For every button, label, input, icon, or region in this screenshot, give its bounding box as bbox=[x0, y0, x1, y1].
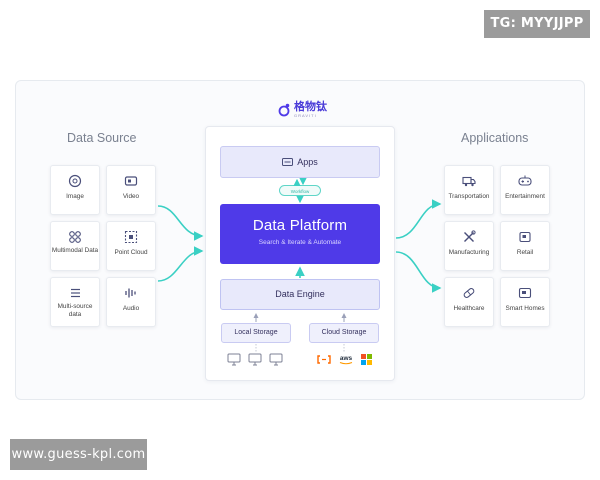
app-tile-healthcare: Healthcare bbox=[444, 277, 494, 327]
apps-box: Apps bbox=[220, 146, 380, 178]
aws-logo: aws bbox=[339, 355, 353, 365]
source-label-video: Video bbox=[122, 193, 140, 200]
cloud-storage-box: Cloud Storage bbox=[309, 323, 379, 343]
source-tile-multimodal: Multimodal Data bbox=[50, 221, 100, 271]
source-tile-point-cloud: Point Cloud bbox=[106, 221, 156, 271]
app-label-healthcare: Healthcare bbox=[453, 305, 485, 312]
app-label-manufacturing: Manufacturing bbox=[448, 249, 490, 256]
source-label-image: Image bbox=[66, 193, 84, 200]
logo-mark-icon bbox=[278, 103, 290, 117]
data-platform-subtitle: Search & Iterate & Automate bbox=[258, 239, 342, 246]
smart-home-icon bbox=[518, 287, 532, 299]
arrow-app-top bbox=[395, 199, 442, 239]
applications-title: Applications bbox=[461, 131, 529, 145]
apps-label: Apps bbox=[297, 157, 318, 167]
azure-icon bbox=[361, 354, 372, 365]
source-tile-video: Video bbox=[106, 165, 156, 215]
image-icon bbox=[68, 174, 82, 188]
source-label-multi-source: Multi-source data bbox=[57, 303, 93, 318]
app-label-entertainment: Entertainment bbox=[505, 193, 545, 200]
app-label-retail: Retail bbox=[516, 249, 534, 256]
app-tile-entertainment: Entertainment bbox=[500, 165, 550, 215]
local-storage-box: Local Storage bbox=[221, 323, 291, 343]
app-tile-transportation: Transportation bbox=[444, 165, 494, 215]
source-label-point-cloud: Point Cloud bbox=[114, 249, 148, 256]
pill-icon bbox=[463, 288, 475, 298]
source-tile-multi-source: Multi-source data bbox=[50, 277, 100, 327]
app-label-transportation: Transportation bbox=[448, 193, 490, 200]
video-icon bbox=[124, 176, 138, 186]
list-icon bbox=[71, 288, 80, 298]
data-source-title: Data Source bbox=[67, 131, 137, 145]
arrow-source-top bbox=[157, 205, 204, 241]
data-engine-box: Data Engine bbox=[220, 279, 380, 310]
app-tile-retail: Retail bbox=[500, 221, 550, 271]
point-cloud-icon bbox=[124, 230, 138, 244]
aws-text: aws bbox=[340, 355, 353, 362]
tools-icon bbox=[464, 230, 476, 242]
graviti-logo: 格物钛 GRAVITI bbox=[278, 99, 327, 121]
truck-icon bbox=[462, 176, 476, 187]
app-tile-smart-homes: Smart Homes bbox=[500, 277, 550, 327]
data-platform-box: Data Platform Search & Iterate & Automat… bbox=[220, 204, 380, 264]
audio-icon bbox=[125, 288, 136, 298]
arrow-app-bottom bbox=[395, 251, 442, 293]
workflow-label: Workflow bbox=[290, 189, 310, 194]
logo-subtitle: GRAVITI bbox=[294, 113, 317, 118]
source-tile-audio: Audio bbox=[106, 277, 156, 327]
retail-icon bbox=[519, 231, 531, 243]
data-platform-title: Data Platform bbox=[252, 217, 348, 234]
monitor-icon bbox=[227, 353, 241, 366]
source-label-multimodal: Multimodal Data bbox=[51, 247, 99, 254]
apps-window-icon bbox=[282, 158, 294, 166]
monitor-icon bbox=[248, 353, 262, 366]
aliyun-icon bbox=[317, 355, 331, 364]
arrow-source-bottom bbox=[157, 246, 204, 282]
source-label-audio: Audio bbox=[122, 305, 140, 312]
app-label-smart-homes: Smart Homes bbox=[505, 305, 545, 312]
monitor-icon bbox=[269, 353, 283, 366]
gamepad-icon bbox=[518, 175, 532, 186]
source-tile-image: Image bbox=[50, 165, 100, 215]
watermark-top: TG: MYYJJPP bbox=[484, 10, 590, 38]
multimodal-icon bbox=[69, 231, 81, 243]
logo-text: 格物钛 bbox=[294, 101, 327, 113]
app-tile-manufacturing: Manufacturing bbox=[444, 221, 494, 271]
watermark-bottom: www.guess-kpl.com bbox=[10, 439, 147, 470]
